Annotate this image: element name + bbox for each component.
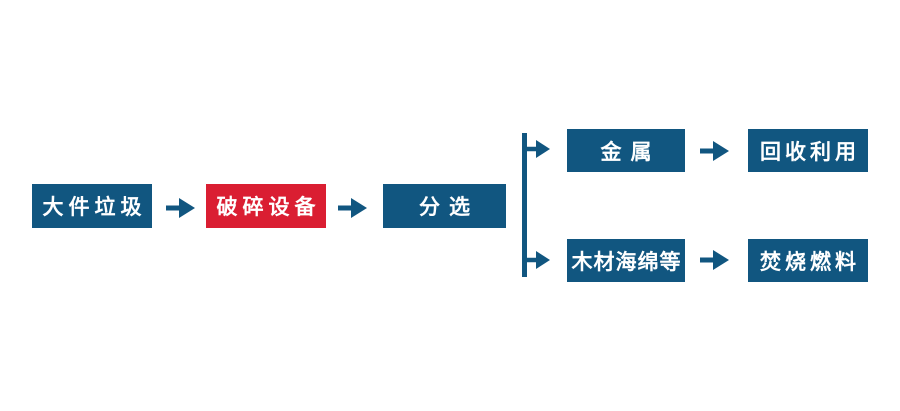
node-sorting-label: 分选 bbox=[419, 195, 479, 219]
node-wood-sponge-etc: 木材海绵等 bbox=[567, 239, 685, 282]
node-metal-label: 金属 bbox=[600, 139, 661, 164]
arrow-right-icon bbox=[338, 197, 368, 219]
node-crushing-equipment: 破碎设备 bbox=[206, 184, 326, 228]
branch-connector-line bbox=[522, 133, 527, 277]
node-crushing-equipment-label: 破碎设备 bbox=[216, 195, 321, 219]
node-sorting: 分选 bbox=[383, 184, 506, 228]
node-recycling: 回收利用 bbox=[748, 129, 868, 172]
node-bulky-waste: 大件垃圾 bbox=[32, 184, 152, 228]
node-metal: 金属 bbox=[567, 129, 685, 172]
node-bulky-waste-label: 大件垃圾 bbox=[42, 195, 147, 219]
node-incineration-fuel-label: 焚烧燃料 bbox=[760, 249, 860, 274]
arrow-right-icon bbox=[700, 140, 730, 162]
branch-arrow-right-icon bbox=[524, 250, 551, 270]
node-wood-sponge-etc-label: 木材海绵等 bbox=[571, 249, 682, 274]
arrow-right-icon bbox=[700, 249, 730, 271]
arrow-right-icon bbox=[166, 197, 196, 219]
node-recycling-label: 回收利用 bbox=[760, 139, 860, 164]
node-incineration-fuel: 焚烧燃料 bbox=[748, 239, 868, 282]
branch-arrow-right-icon bbox=[524, 139, 551, 159]
